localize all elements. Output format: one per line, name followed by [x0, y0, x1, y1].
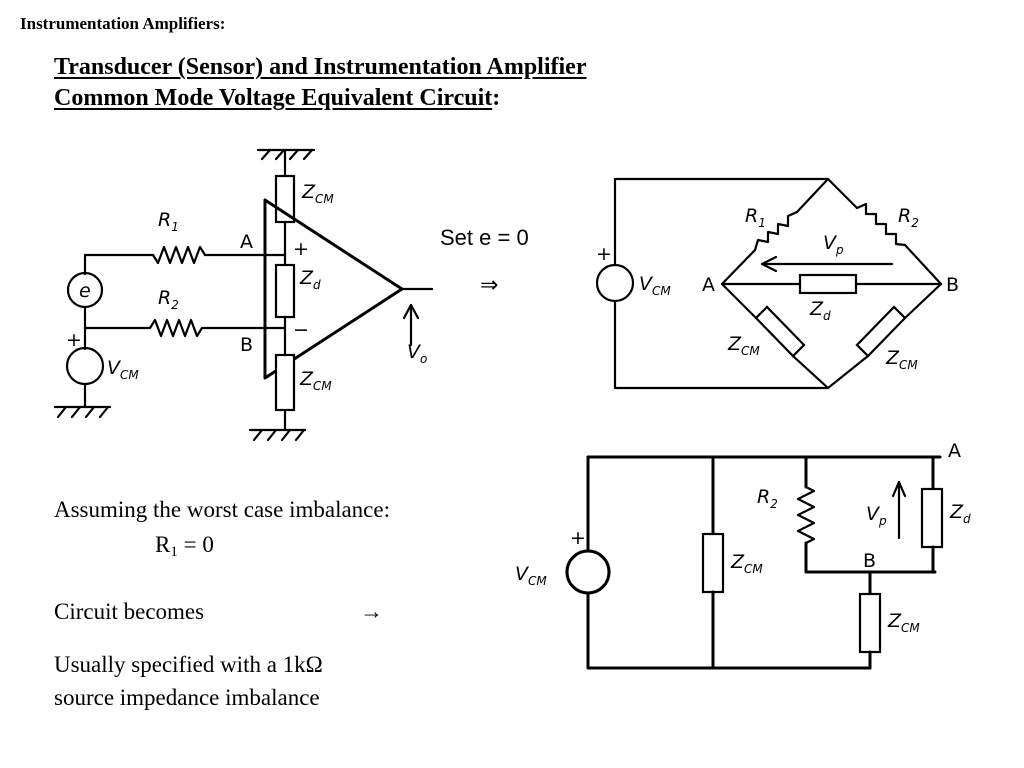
worst-case-text: Assuming the worst case imbalance: — [54, 497, 390, 522]
node-b-label-left: B — [240, 334, 253, 356]
zd-label-reduced: Zd — [949, 501, 971, 526]
usually-text-line-1: Usually specified with a 1kΩ — [54, 652, 323, 677]
title-colon: : — [492, 85, 501, 111]
title-line-1: Transducer (Sensor) and Instrumentation … — [54, 54, 587, 80]
zd-label-bridge: Zd — [809, 298, 831, 323]
node-a-label-reduced: A — [948, 440, 961, 462]
zcm-bottom-resistor — [274, 353, 296, 412]
zd-label-left: Zd — [299, 267, 321, 292]
r2-label-bridge: R2 — [898, 205, 919, 230]
vp-label-reduced: Vp — [866, 503, 887, 528]
reduced-circuit: A B + VCM ZCM R2 Vp Zd ZCM — [515, 440, 971, 670]
vcm-source-bridge — [595, 263, 635, 303]
vcm-label-bridge: VCM — [639, 273, 671, 298]
sensor-amplifier-circuit: R1 R2 e + VCM A B + − ZCM Zd ZCM Vo — [53, 148, 434, 442]
r1-resistor — [151, 245, 207, 265]
zcm-label-reduced-middle: ZCM — [730, 551, 763, 576]
bridge-equivalent-circuit: + VCM A B R1 R2 Vp Zd ZCM ZCM — [595, 177, 959, 390]
vcm-label-reduced: VCM — [515, 563, 547, 588]
node-b-label-reduced: B — [863, 550, 876, 572]
zcm-top-resistor — [274, 174, 296, 224]
r1-equation: R1 = 0 — [155, 532, 214, 560]
node-a-label-left: A — [240, 231, 253, 253]
e-label: e — [79, 280, 91, 302]
minus-input-label: − — [293, 319, 309, 341]
zcm-resistor-bridge-left — [754, 305, 806, 358]
slide-header: Instrumentation Amplifiers: — [20, 14, 226, 33]
vo-label: Vo — [407, 341, 427, 366]
zcm-label-reduced-bottom: ZCM — [887, 610, 920, 635]
zcm-label-bridge-left: ZCM — [727, 333, 760, 358]
title-line-2: Common Mode Voltage Equivalent Circuit — [54, 85, 493, 111]
right-arrow: → — [360, 599, 383, 624]
zd-resistor-bridge — [798, 273, 858, 295]
node-a-label-bridge: A — [702, 274, 715, 296]
zcm-label-bridge-right: ZCM — [885, 347, 918, 372]
r2-label-reduced: R2 — [757, 486, 778, 511]
circuit-becomes-text: Circuit becomes — [54, 599, 205, 624]
vcm-plus-sign: + — [66, 329, 82, 351]
slide-title: Transducer (Sensor) and Instrumentation … — [54, 52, 586, 114]
node-b-label-bridge: B — [946, 274, 959, 296]
r1-label: R1 — [158, 209, 179, 234]
zcm-top-label: ZCM — [301, 181, 334, 206]
r2-resistor-reduced — [796, 485, 816, 545]
plus-input-label: + — [293, 238, 309, 260]
r1-label-bridge: R1 — [745, 205, 766, 230]
zd-resistor-reduced — [920, 487, 944, 549]
vcm-label-left: VCM — [107, 357, 139, 382]
r1-resistor-bridge — [753, 210, 799, 252]
r2-resistor-bridge — [855, 202, 907, 247]
vcm-plus-sign-bridge: + — [596, 243, 612, 265]
set-e-zero-label: Set e = 0 — [440, 225, 529, 250]
usually-text-line-2: source impedance imbalance — [54, 685, 320, 710]
r2-resistor — [148, 318, 204, 338]
vcm-source — [65, 346, 105, 386]
vcm-plus-sign-reduced: + — [570, 527, 586, 549]
zd-resistor — [274, 263, 296, 319]
vp-label-bridge: Vp — [823, 232, 844, 257]
zcm-resistor-bridge-right — [855, 305, 907, 358]
zcm-resistor-reduced-middle — [701, 532, 725, 594]
zcm-resistor-reduced-bottom — [858, 592, 882, 654]
vcm-source-reduced — [565, 549, 611, 595]
r2-label: R2 — [158, 287, 179, 312]
implies-arrow: ⇒ — [480, 272, 498, 297]
amplifier-triangle — [263, 198, 404, 380]
zcm-bottom-label: ZCM — [299, 368, 332, 393]
